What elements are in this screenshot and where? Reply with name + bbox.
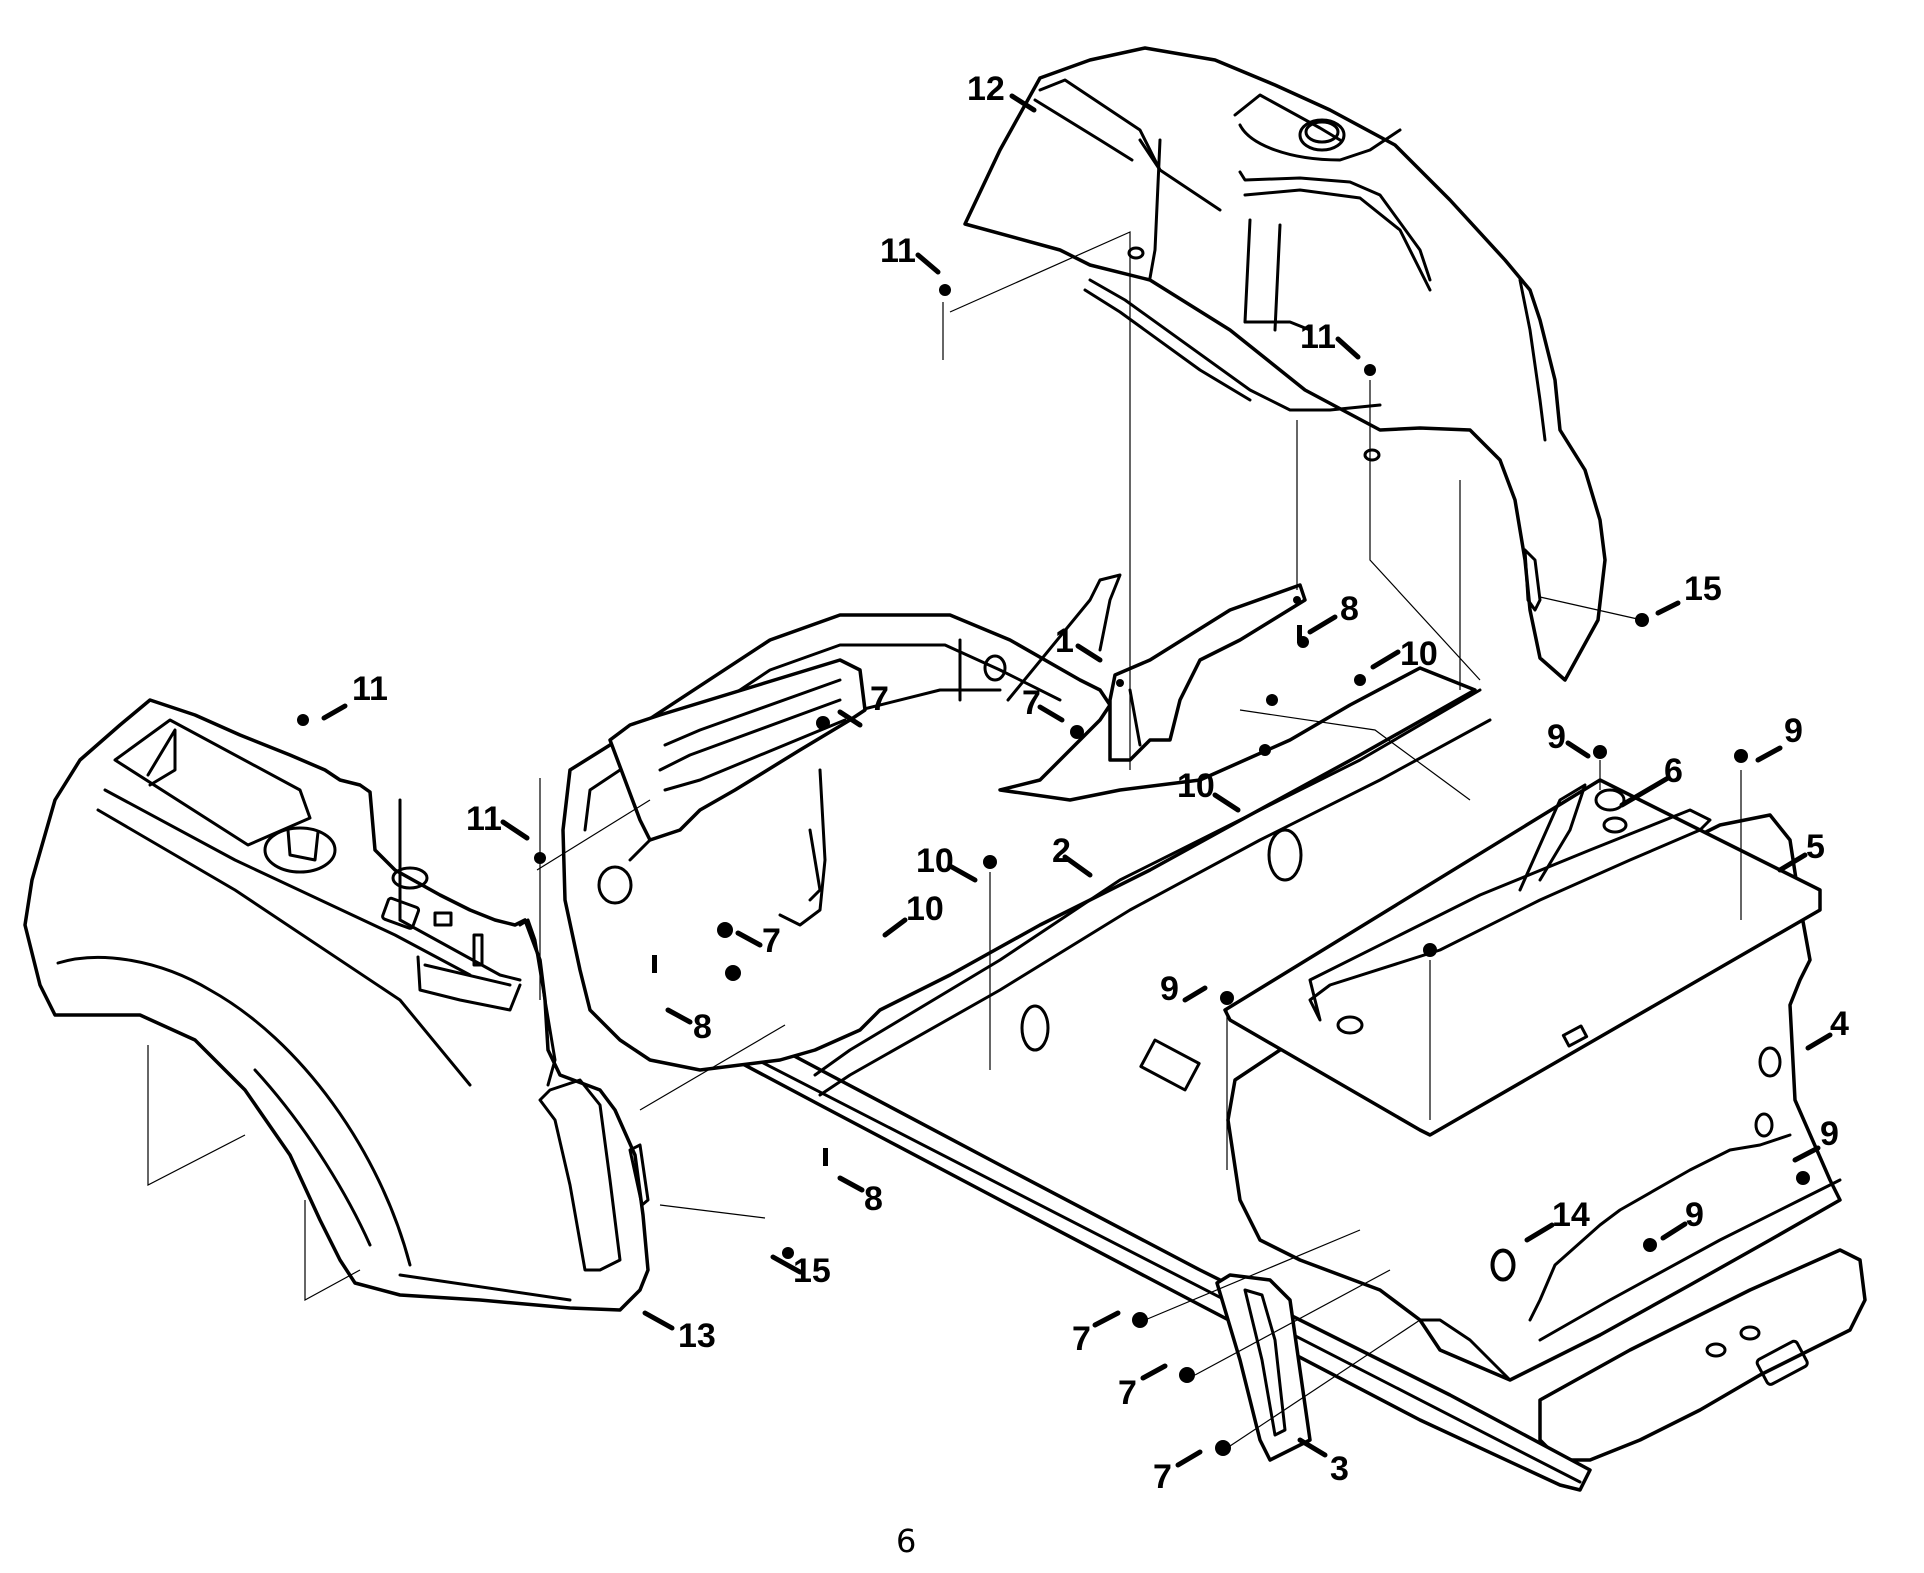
callout-5: 5 xyxy=(1806,828,1825,866)
callout-15: 15 xyxy=(793,1252,831,1290)
callout-9: 9 xyxy=(1547,718,1566,756)
callout-13: 13 xyxy=(678,1317,716,1355)
callout-1: 1 xyxy=(1055,622,1074,660)
callout-7: 7 xyxy=(1022,684,1041,722)
callout-8: 8 xyxy=(693,1008,712,1046)
callout-15: 15 xyxy=(1684,570,1722,608)
callout-3: 3 xyxy=(1330,1450,1349,1488)
callout-9: 9 xyxy=(1784,712,1803,750)
fasteners xyxy=(297,284,1810,1456)
callout-labels: 12 11 11 11 11 15 8 1 10 7 7 9 9 6 10 5 … xyxy=(352,70,1849,1496)
front-fender-part xyxy=(23,698,650,1312)
callout-7: 7 xyxy=(870,680,889,718)
callout-7: 7 xyxy=(1072,1320,1091,1358)
callout-7: 7 xyxy=(1153,1458,1172,1496)
assembly-lines xyxy=(536,231,1742,1449)
callout-10: 10 xyxy=(906,890,944,928)
callout-11: 11 xyxy=(880,232,916,270)
callout-7: 7 xyxy=(1118,1374,1137,1412)
callout-10: 10 xyxy=(916,842,954,880)
callout-9: 9 xyxy=(1820,1115,1839,1153)
callout-8: 8 xyxy=(864,1180,883,1218)
callout-9: 9 xyxy=(1160,970,1179,1008)
callout-10: 10 xyxy=(1400,635,1438,673)
callout-11: 11 xyxy=(352,670,388,708)
callout-6: 6 xyxy=(1664,752,1683,790)
side-rail-part xyxy=(653,988,1592,1492)
callout-8: 8 xyxy=(1340,590,1359,628)
callout-4: 4 xyxy=(1830,1005,1849,1043)
callout-2: 2 xyxy=(1052,832,1071,870)
page-number: 6 xyxy=(896,1522,916,1560)
frame-bracket-part xyxy=(1108,583,1307,762)
step-bracket-part xyxy=(608,658,867,927)
callout-9: 9 xyxy=(1685,1196,1704,1234)
callout-12: 12 xyxy=(967,70,1005,108)
rear-fender-part xyxy=(963,46,1607,682)
callout-14: 14 xyxy=(1552,1196,1590,1234)
pedal-tread-part xyxy=(1215,1273,1312,1462)
callout-7: 7 xyxy=(762,922,781,960)
callout-11: 11 xyxy=(466,800,502,838)
callout-10: 10 xyxy=(1177,767,1215,805)
callout-leaders xyxy=(321,93,1833,1468)
callout-11: 11 xyxy=(1300,318,1336,356)
